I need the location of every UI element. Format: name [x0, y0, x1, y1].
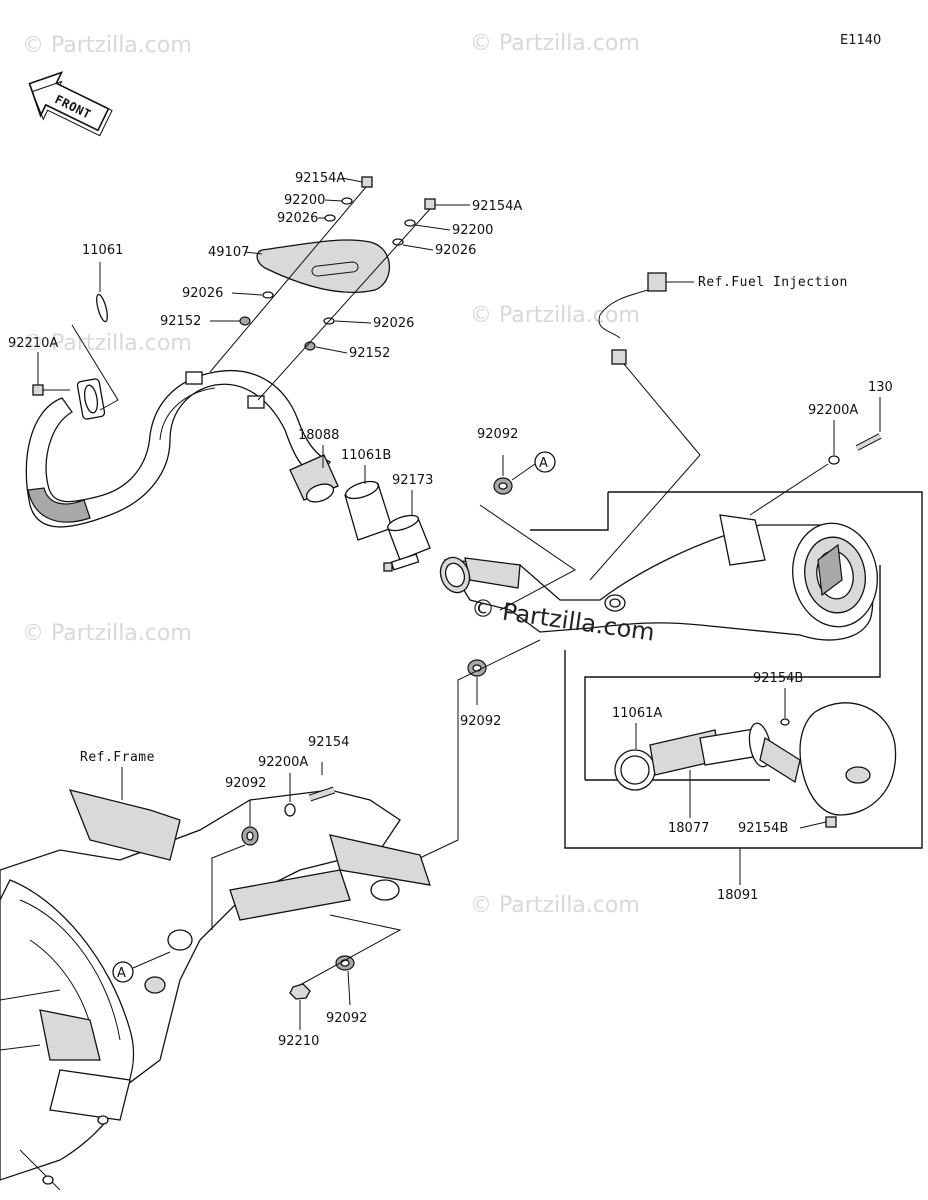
rubber-92092-left	[211, 800, 259, 930]
watermark-3: © Partzilla.com	[22, 331, 192, 356]
inner-pipe-18077	[649, 722, 801, 784]
sleeve-11061B	[344, 480, 393, 541]
watermark-7: © Partzilla.com	[470, 893, 640, 918]
rubber-92092-mid	[404, 639, 541, 866]
ref-fuel-injection: Ref.Fuel Injection	[698, 275, 848, 290]
callout-92152-left: 92152	[160, 314, 201, 329]
callout-92026-right: 92026	[435, 243, 476, 258]
rubber-92092-top	[479, 455, 576, 611]
o2-sensor-connector	[589, 272, 701, 581]
marker-A-top-label: A	[539, 456, 548, 471]
callout-11061A: 11061A	[612, 706, 662, 721]
callouts: 92154A 92200 92026 49107 92154A 92200 92…	[8, 171, 893, 1049]
exhaust-header-pipe	[25, 370, 339, 528]
header-tab-left	[185, 371, 203, 385]
gasket-11061A	[614, 749, 656, 791]
header-tab-right	[247, 395, 265, 409]
callout-92092-mid: 92092	[460, 714, 501, 729]
front-arrow: FRONT	[28, 71, 113, 137]
bolt-92154	[308, 762, 336, 802]
clamp-92173	[383, 514, 431, 572]
callout-92154A-right: 92154A	[472, 199, 522, 214]
callout-92092-top: 92092	[477, 427, 518, 442]
frame-structure	[0, 789, 431, 1191]
callout-92092-bottom: 92092	[326, 1011, 367, 1026]
marker-A-bottom: A	[112, 951, 171, 983]
callout-92200A-right: 92200A	[808, 403, 858, 418]
heat-guard-49107	[256, 239, 391, 294]
callout-18077: 18077	[668, 821, 709, 836]
callout-92200A-bottom: 92200A	[258, 755, 308, 770]
gasket-11061	[96, 293, 108, 323]
nut-92210	[289, 983, 311, 1030]
callout-92154-bottom: 92154	[308, 735, 349, 750]
callout-92026-left: 92026	[182, 286, 223, 301]
callout-11061B: 11061B	[341, 448, 391, 463]
watermark-5: © Partzilla.com	[22, 621, 192, 646]
callout-92026-top: 92026	[277, 211, 318, 226]
callout-92026-mid: 92026	[373, 316, 414, 331]
rubber-92092-bottom	[299, 914, 402, 1006]
bolt-92210A	[32, 384, 70, 396]
callout-18091: 18091	[717, 888, 758, 903]
washer-92200A-bottom	[284, 773, 296, 817]
marker-A-bottom-label: A	[117, 966, 126, 981]
callout-92200-right: 92200	[452, 223, 493, 238]
callout-92154A-top: 92154A	[295, 171, 345, 186]
callout-92154B-bottom: 92154B	[738, 821, 788, 836]
muffler-assembly	[439, 514, 878, 641]
callout-92092-left: 92092	[225, 776, 266, 791]
callout-92210A: 92210A	[8, 336, 58, 351]
marker-A-top: A	[511, 451, 556, 481]
bolt-130	[749, 433, 882, 516]
callout-92210: 92210	[278, 1034, 319, 1049]
callout-18088: 18088	[298, 428, 339, 443]
callout-92173: 92173	[392, 473, 433, 488]
callout-92154B-top: 92154B	[753, 671, 803, 686]
callout-92152-mid: 92152	[349, 346, 390, 361]
callout-11061: 11061	[82, 243, 123, 258]
watermark-4: © Partzilla.com	[470, 303, 640, 328]
ref-frame: Ref.Frame	[80, 750, 155, 765]
diagram-id: E1140	[840, 33, 881, 48]
watermark-1: © Partzilla.com	[22, 33, 192, 58]
callout-92200-top: 92200	[284, 193, 325, 208]
left-hardware-stack	[209, 176, 373, 373]
callout-130: 130	[868, 380, 893, 395]
callout-49107: 49107	[208, 245, 249, 260]
watermark-2: © Partzilla.com	[470, 31, 640, 56]
end-cap	[780, 702, 897, 828]
right-hardware-stack	[257, 198, 436, 401]
